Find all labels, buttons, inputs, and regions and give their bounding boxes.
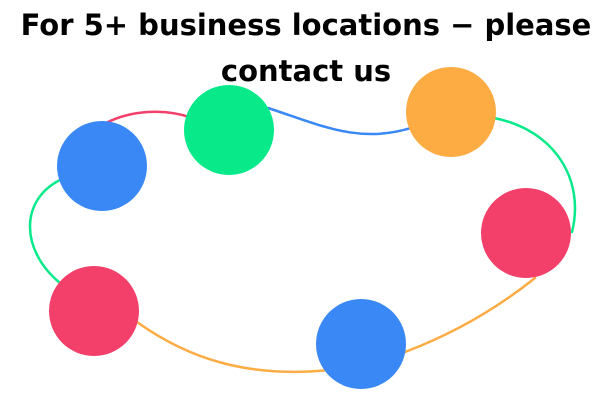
title-line-1: For 5+ business locations − please xyxy=(20,8,592,42)
connector-orange-bottom xyxy=(135,320,332,374)
connector-orange-right xyxy=(403,276,537,354)
page-title: For 5+ business locations − please conta… xyxy=(0,2,612,94)
node-red-left xyxy=(49,266,139,356)
connector-green-left xyxy=(28,178,62,285)
connector-blue xyxy=(266,106,416,136)
node-red-right xyxy=(481,188,571,278)
node-green-top xyxy=(184,85,274,175)
node-blue-top-left xyxy=(57,121,147,211)
connector-red xyxy=(102,110,194,126)
node-blue-bottom xyxy=(316,299,406,389)
node-orange-top-right xyxy=(406,67,496,157)
title-line-2: contact us xyxy=(220,54,392,88)
connector-green-right xyxy=(492,116,577,234)
